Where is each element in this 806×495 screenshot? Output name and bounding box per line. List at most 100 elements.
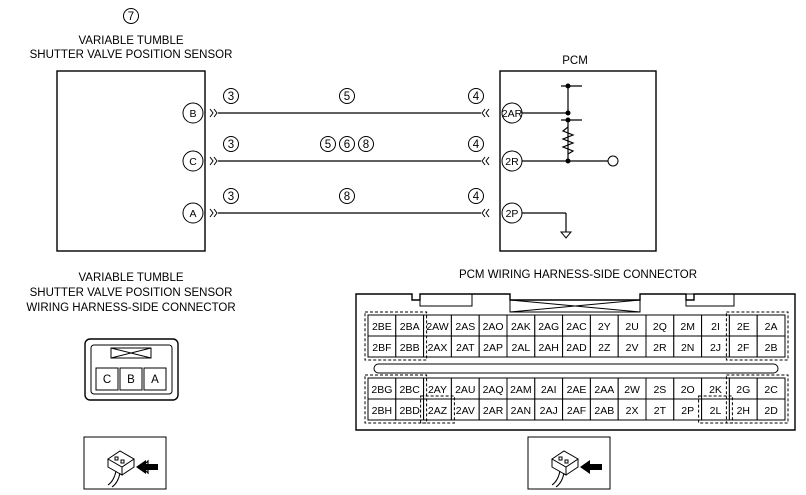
wire-ref-badge-label: 8 [363,139,369,151]
pcm-connector-pin-label: 2AS [455,321,475,333]
pcm-connector-pin-label: 2G [736,384,750,396]
pcm-connector-pin-label: 2J [710,342,721,354]
pcm-connector-pin-label: 2AG [538,321,559,333]
pcm-ref-badge-label: 4 [473,139,480,151]
pcm-connector-pin-label: 2P [681,405,694,417]
pcm-connector-pin-label: 2AC [566,321,587,333]
pcm-connector-pin-label: 2BB [400,342,420,354]
sensor-pin-A [182,202,204,224]
pcm-pin-label: 2R [505,156,519,168]
pcm-connector-pin-label: 2I [711,321,720,333]
pcm-connector-pin-label: 2X [626,405,639,417]
pcm-connector-pin-label: 2AZ [428,405,448,417]
pcm-connector-pin-label: 2BG [371,384,392,396]
pcm-ref-badge-label: 4 [473,191,480,203]
pcm-connector-pin-label: 2L [710,405,722,417]
pcm-connector-pin-label: 2AH [538,342,558,354]
pcm-connector-pin-label: 2Z [598,342,611,354]
sensor-connector-pin [143,367,167,391]
ground-icon [559,231,573,239]
pcm-connector-pin-label: 2AX [428,342,448,354]
pcm-connector-pin-label: 2AA [594,384,614,396]
pcm-connector-pin-label: 2AO [483,321,504,333]
sensor-connector-pin-label: A [151,374,159,386]
connector-view-arrow-icon [527,436,611,490]
sensor-connector-pin-label: C [103,374,111,386]
wire-ref-badge: 5 [320,136,336,152]
wire-ref-badge-label: 5 [325,139,331,151]
pcm-ref-badge: 4 [468,188,484,204]
pcm-connector-pin-label: 2AR [483,405,504,417]
connector-view-arrow-icon [83,436,167,490]
sensor-ref-badge-label: 3 [228,139,234,151]
sensor-pin-B [182,102,204,124]
sensor-title-line-2: SHUTTER VALVE POSITION SENSOR [30,49,233,61]
sensor-ref-badge: 7 [123,8,139,24]
pcm-pin-label: 2P [506,208,519,220]
pcm-internal-circuit [522,83,619,239]
pcm-connector-pin-label: 2AL [512,342,531,354]
sensor-body [56,70,206,252]
pcm-connector-pin-label: 2K [709,384,722,396]
sensor-connector-title-3: WIRING HARNESS-SIDE CONNECTOR [26,302,235,314]
pcm-connector-pin-label: 2F [737,342,749,354]
sensor-ref-badge-label: 3 [228,91,234,103]
pcm-connector-pin-label: 2AU [455,384,475,396]
pcm-connector-pin-label: 2AW [426,321,448,333]
pcm-title: PCM [562,55,588,67]
pcm-connector-pin-label: 2Q [653,321,667,333]
sensor-pin-label: C [189,156,197,168]
wire-ref-badge: 8 [339,188,355,204]
sensor-connector-title-1: VARIABLE TUMBLE [78,272,183,284]
terminal-icon [607,155,619,167]
pcm-connector-pin-label: 2AN [511,405,531,417]
pcm-connector-pin-label: 2BD [399,405,420,417]
pcm-connector-pin-label: 2N [681,342,694,354]
pcm-connector-pin-label: 2M [680,321,695,333]
pcm-ref-badge: 4 [468,88,484,104]
sensor-ref-badge: 3 [223,188,239,204]
pcm-connector-pin-label: 2C [764,384,778,396]
pcm-connector-pin-label: 2AV [456,405,475,417]
pcm-connector-pin-label: 2R [653,342,667,354]
pcm-connector-pin-label: 2AI [541,384,557,396]
pcm-connector-pin-label: 2U [625,321,638,333]
pcm-connector-pin-label: 2AM [510,384,532,396]
pcm-connector-pin-label: 2AB [594,405,614,417]
sensor-connector-pin [119,367,143,391]
svg-text:7: 7 [128,11,134,23]
pcm-connector-pin [756,398,786,421]
pcm-connector-title: PCM WIRING HARNESS-SIDE CONNECTOR [459,269,697,281]
sensor-ref-badge: 3 [223,136,239,152]
pcm-connector-pin-label: 2AD [566,342,587,354]
pcm-connector-pin-label: 2BE [372,321,392,333]
sensor-ref-badge: 3 [223,88,239,104]
pcm-connector-pin-label: 2AK [511,321,531,333]
sensor-connector-pin [95,367,119,391]
pcm-connector-pin-label: 2B [765,342,778,354]
pcm-connector-pin-label: 2AQ [483,384,504,396]
pcm-connector-pin-label: 2AF [567,405,586,417]
pcm-connector-pin-label: 2A [765,321,778,333]
sensor-ref-badge-label: 3 [228,191,234,203]
pcm-connector-pin-label: 2W [624,384,640,396]
pcm-connector-pin-label: 2O [681,384,695,396]
sensor-pin-C [182,150,204,172]
wire-ref-badge: 6 [339,136,355,152]
pcm-connector-pin-label: 2S [653,384,666,396]
resistor-icon [561,126,575,155]
pcm-connector-pin-label: 2BH [372,405,392,417]
wire-ref-badge: 8 [358,136,374,152]
sensor-connector-pin-label: B [127,374,135,386]
sensor-connector-title-2: SHUTTER VALVE POSITION SENSOR [30,287,233,299]
wire-ref-badge-label: 8 [344,191,350,203]
pcm-connector-pin-label: 2Y [598,321,611,333]
pcm-connector-pin-label: 2V [626,342,639,354]
wire-ref-badge: 5 [339,88,355,104]
pcm-connector-pin-label: 2E [737,321,750,333]
